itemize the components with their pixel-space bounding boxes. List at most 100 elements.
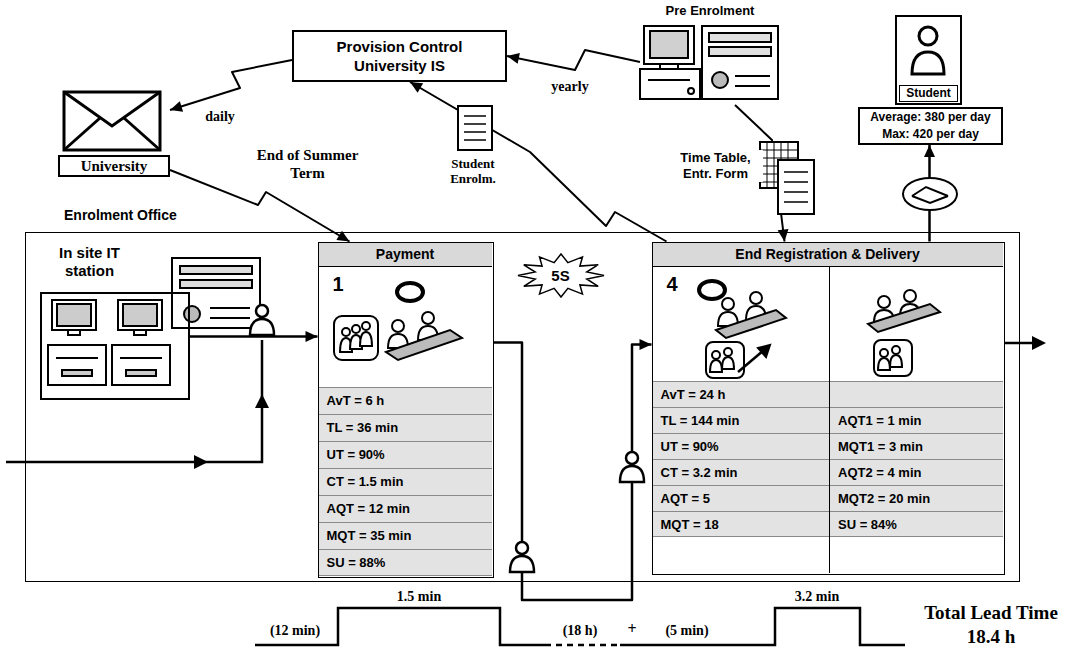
edge-label: End of Summer Term [245, 146, 370, 182]
text-slot: UT = 90% [319, 441, 492, 468]
computer-icon [712, 72, 728, 88]
text-slot: daily [195, 108, 245, 125]
edge-label: yearly [540, 78, 600, 95]
data-cell: AQT2 = 4 min [830, 459, 1003, 485]
desk-icon [904, 290, 916, 302]
process-number: 4 [667, 271, 697, 297]
queue-icon [710, 360, 722, 372]
text-slot: Time Table, Entr. Form [668, 150, 763, 182]
data-cell: TL = 36 min [319, 414, 492, 441]
kaizen-burst: 5S [517, 253, 605, 298]
queue-icon [334, 316, 912, 378]
text-slot: In site IT station [40, 244, 140, 280]
text-slot: Provision Control University IS [314, 37, 485, 75]
flow-line [255, 394, 269, 408]
operator-ring [397, 283, 423, 301]
data-cell: CT = 1.5 min [319, 468, 492, 495]
connector-line [410, 82, 667, 242]
timeline-label: Total Lead Time [905, 602, 1077, 624]
text-slot: CT = 3.2 min [653, 459, 829, 485]
text-slot: University [58, 155, 170, 177]
kaizen-label: 5S [517, 253, 605, 298]
person-icon [256, 305, 268, 317]
timeline-label: 3.2 min [777, 588, 857, 605]
text-slot: End Registration & Delivery [653, 243, 1003, 267]
timeline-label: 1.5 min [379, 588, 459, 605]
workstation-icon [126, 370, 156, 376]
computer-icon [640, 69, 700, 99]
computer-node: Pre Enrolment [640, 22, 780, 105]
handshake-icon [903, 178, 957, 210]
document-icon [458, 106, 492, 150]
system-name: Provision Control University IS [314, 37, 485, 75]
timeline-label: 18.4 h [905, 626, 1077, 648]
text-slot: Enrolment Office [64, 206, 284, 224]
flow-connector [507, 50, 640, 70]
workstation-icon [112, 345, 170, 385]
customer-icon [919, 27, 937, 45]
desk-icon [868, 304, 940, 332]
workstation-icon [57, 304, 91, 326]
document-icon [784, 201, 808, 203]
timeline [545, 644, 620, 647]
desk-icon [722, 298, 734, 310]
system-name: Pre Enrolment [630, 3, 790, 19]
server-icon [180, 266, 252, 274]
computer-icon [688, 88, 694, 94]
operator-ring [699, 281, 725, 299]
mail-icon [124, 118, 160, 150]
document-icon [464, 131, 486, 133]
queue-icon [362, 322, 370, 330]
text-slot: (18 h) [545, 622, 615, 639]
text-slot: AvT = 24 h [653, 381, 829, 407]
computer-icon [702, 26, 778, 99]
arrow-head [778, 229, 789, 242]
flow-line [194, 455, 208, 469]
computer-icon [735, 85, 770, 87]
office-frame: Enrolment OfficeIn site IT stationPaymen… [25, 232, 1020, 582]
customer-icon [912, 52, 944, 74]
queue-icon [738, 350, 764, 372]
text-slot: TL = 144 min [653, 407, 829, 433]
queue-icon [712, 351, 720, 359]
text-slot: MQT = 35 min [319, 522, 492, 549]
process-box: Payment1AvT = 6 hTL = 36 minUT = 90%CT =… [318, 242, 494, 578]
arrow-head [640, 339, 652, 350]
text-slot: 3.2 min [777, 588, 857, 605]
desk-icon [878, 296, 890, 308]
queue-icon [758, 345, 770, 357]
computer-icon [650, 31, 688, 58]
system-box: Provision Control University IS [292, 30, 507, 82]
person-icon [516, 542, 528, 554]
text-slot: (12 min) [255, 622, 335, 639]
computer-icon [648, 79, 690, 81]
empty-cell [830, 381, 1003, 407]
computer-icon [735, 75, 770, 77]
desk-icon [392, 320, 404, 332]
arrow-head [306, 331, 318, 342]
demand-value: Max: 420 per day [860, 126, 1001, 143]
flow-connector [170, 60, 292, 112]
server-icon [210, 307, 250, 309]
server-icon [184, 306, 200, 322]
desk-icon [386, 330, 462, 360]
text-slot: 18.4 h [905, 626, 1077, 648]
mail-icon [64, 92, 160, 150]
data-cell: MQT2 = 20 min [830, 485, 1003, 511]
text-slot: UT = 90% [653, 433, 829, 459]
queue-icon [724, 348, 732, 356]
timeline [255, 608, 905, 645]
queue-icon [706, 342, 744, 378]
flow-line [6, 336, 1046, 469]
desk-icon [422, 312, 434, 324]
server-icon [210, 317, 250, 319]
flow-line [1032, 336, 1046, 350]
workstation-icon [56, 357, 98, 359]
person-icon [250, 305, 644, 572]
document-icon [784, 181, 808, 183]
document-icon [784, 171, 808, 173]
workstation-icon [68, 330, 80, 335]
workstation-icon [62, 370, 92, 376]
timeline-label: (5 min) [652, 622, 722, 639]
process-title: Payment [319, 243, 492, 267]
